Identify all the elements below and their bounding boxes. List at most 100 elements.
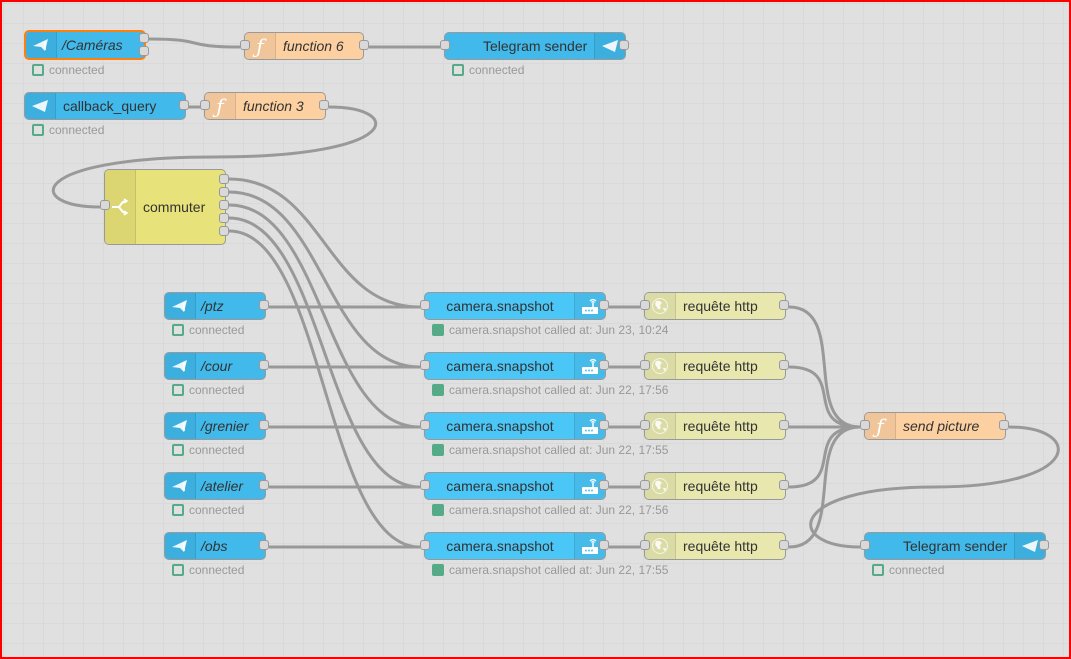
status-ring-icon: [872, 564, 884, 576]
node-label: /cour: [201, 358, 233, 374]
input-port[interactable]: [420, 480, 430, 490]
wire-http-to-send-picture[interactable]: [788, 305, 861, 429]
output-port[interactable]: [599, 300, 609, 310]
globe-icon: [645, 353, 676, 379]
camera-snapshot-node[interactable]: camera.snapshot: [424, 352, 606, 380]
input-port[interactable]: [640, 420, 650, 430]
callback-query-node[interactable]: callback_query: [24, 92, 186, 120]
send-picture-node[interactable]: ƒ send picture: [864, 412, 1006, 440]
http-request-node[interactable]: requête http: [644, 532, 786, 560]
status-dot-icon: [432, 324, 444, 336]
output-port[interactable]: [259, 540, 269, 550]
command-status: connected: [172, 443, 244, 457]
command-status: connected: [172, 503, 244, 517]
node-label: camera.snapshot: [446, 358, 554, 374]
http-request-node[interactable]: requête http: [644, 352, 786, 380]
telegram-plane-icon: [165, 413, 196, 439]
wire-cameras-to-function6[interactable]: [148, 37, 241, 49]
input-port[interactable]: [860, 540, 870, 550]
output-port-1[interactable]: [139, 33, 149, 43]
telegram-plane-icon: [165, 473, 196, 499]
output-port[interactable]: [259, 360, 269, 370]
output-port[interactable]: [319, 100, 329, 110]
command-node[interactable]: /atelier: [164, 472, 266, 500]
command-node[interactable]: /cour: [164, 352, 266, 380]
node-label: camera.snapshot: [446, 478, 554, 494]
switch-icon: [105, 170, 136, 244]
output-port[interactable]: [779, 540, 789, 550]
output-port[interactable]: [259, 300, 269, 310]
input-port[interactable]: [420, 540, 430, 550]
input-port[interactable]: [240, 40, 250, 50]
input-port[interactable]: [640, 360, 650, 370]
input-port[interactable]: [100, 200, 110, 210]
input-port[interactable]: [420, 300, 430, 310]
output-port-1[interactable]: [219, 174, 229, 184]
camera-snapshot-node[interactable]: camera.snapshot: [424, 292, 606, 320]
telegram-sender-bottom-node[interactable]: Telegram sender: [864, 532, 1046, 560]
status-ring-icon: [172, 384, 184, 396]
camera-snapshot-node[interactable]: camera.snapshot: [424, 532, 606, 560]
input-port[interactable]: [640, 480, 650, 490]
output-port[interactable]: [779, 360, 789, 370]
command-node[interactable]: /grenier: [164, 412, 266, 440]
output-port-2[interactable]: [219, 187, 229, 197]
status-dot-icon: [432, 444, 444, 456]
cameras-command-node[interactable]: /Caméras: [24, 30, 146, 60]
status-ring-icon: [172, 444, 184, 456]
commuter-switch-node[interactable]: commuter: [104, 169, 226, 245]
node-label: camera.snapshot: [446, 418, 554, 434]
output-port[interactable]: [619, 40, 629, 50]
output-port[interactable]: [599, 540, 609, 550]
wire-commuter-to-snapshot[interactable]: [228, 177, 421, 309]
input-port[interactable]: [440, 40, 450, 50]
input-port[interactable]: [640, 300, 650, 310]
wire-send-picture-to-telegram-sender[interactable]: [809, 425, 1060, 549]
input-port[interactable]: [420, 360, 430, 370]
function-3-node[interactable]: ƒ function 3: [204, 92, 326, 120]
output-port[interactable]: [599, 360, 609, 370]
output-port[interactable]: [599, 420, 609, 430]
output-port[interactable]: [779, 480, 789, 490]
output-port[interactable]: [259, 480, 269, 490]
command-node[interactable]: /ptz: [164, 292, 266, 320]
wire-commuter-to-snapshot[interactable]: [228, 190, 421, 369]
output-port[interactable]: [779, 300, 789, 310]
output-port-4[interactable]: [219, 213, 229, 223]
output-port[interactable]: [1039, 540, 1049, 550]
node-label: /atelier: [201, 478, 244, 494]
output-port-2[interactable]: [139, 46, 149, 56]
command-status: connected: [172, 563, 244, 577]
input-port[interactable]: [420, 420, 430, 430]
function-6-node[interactable]: ƒ function 6: [244, 32, 364, 60]
output-port[interactable]: [259, 420, 269, 430]
http-request-node[interactable]: requête http: [644, 412, 786, 440]
http-request-node[interactable]: requête http: [644, 472, 786, 500]
output-port[interactable]: [779, 420, 789, 430]
output-port-3[interactable]: [219, 200, 229, 210]
wire-http-to-send-picture[interactable]: [788, 425, 861, 489]
node-label: callback_query: [63, 98, 157, 114]
input-port[interactable]: [640, 540, 650, 550]
output-port[interactable]: [179, 100, 189, 110]
output-port-5[interactable]: [219, 226, 229, 236]
input-port[interactable]: [200, 100, 210, 110]
status-dot-icon: [432, 384, 444, 396]
camera-snapshot-node[interactable]: camera.snapshot: [424, 472, 606, 500]
wire-http-to-send-picture[interactable]: [788, 365, 861, 429]
wire-http-to-send-picture[interactable]: [788, 425, 861, 549]
output-port[interactable]: [999, 420, 1009, 430]
input-port[interactable]: [860, 420, 870, 430]
status-ring-icon: [172, 564, 184, 576]
output-port[interactable]: [359, 40, 369, 50]
node-label: send picture: [903, 418, 980, 434]
status-ring-icon: [172, 504, 184, 516]
telegram-plane-icon: [165, 533, 196, 559]
globe-icon: [645, 293, 676, 319]
http-request-node[interactable]: requête http: [644, 292, 786, 320]
command-node[interactable]: /obs: [164, 532, 266, 560]
output-port[interactable]: [599, 480, 609, 490]
camera-snapshot-node[interactable]: camera.snapshot: [424, 412, 606, 440]
telegram-sender-top-node[interactable]: Telegram sender: [444, 32, 626, 60]
